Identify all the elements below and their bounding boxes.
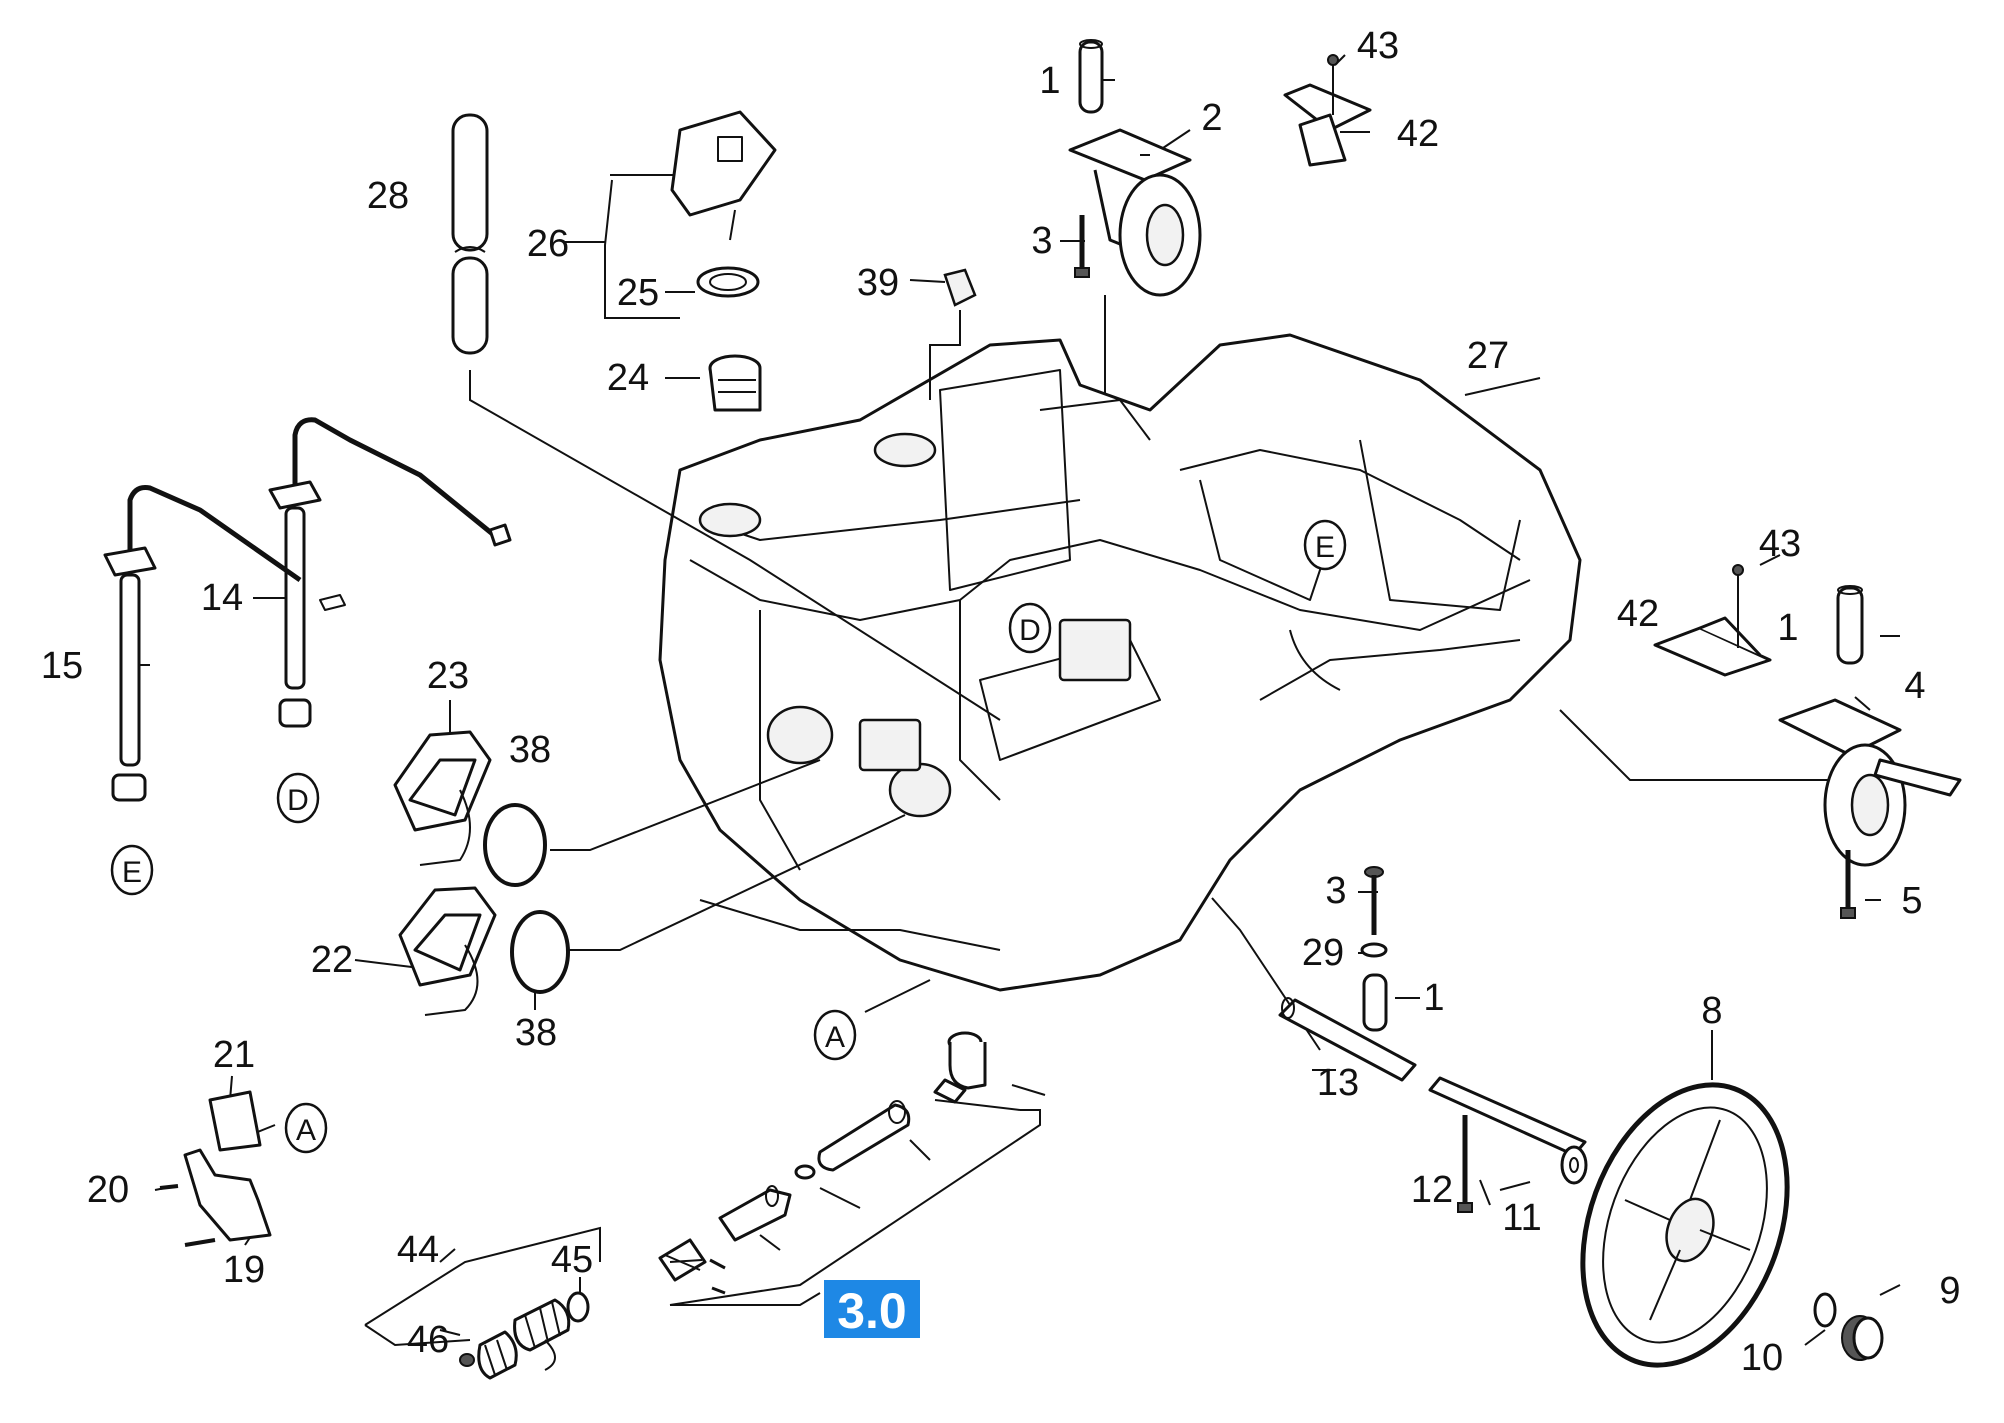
part-shape-bolt-top xyxy=(1074,215,1090,278)
ref-marker-e-housing: E xyxy=(1303,519,1347,571)
part-label-29: 29 xyxy=(1302,932,1344,974)
part-label-23: 23 xyxy=(427,655,469,697)
part-label-12: 12 xyxy=(1411,1169,1453,1211)
part-label-25: 25 xyxy=(617,272,659,314)
ref-marker-label: E xyxy=(122,856,142,889)
part-label-14: 14 xyxy=(201,577,243,619)
part-shape-clip xyxy=(943,268,977,307)
part-shape-pin-right xyxy=(1836,585,1864,665)
part-shape-axle-13 xyxy=(1278,997,1417,1082)
part-label-3-bottom: 3 xyxy=(1325,870,1346,912)
part-label-21: 21 xyxy=(213,1034,255,1076)
part-label-13: 13 xyxy=(1317,1062,1359,1104)
part-shape-filter-cap xyxy=(670,110,777,412)
part-shape-tube xyxy=(451,113,489,355)
part-label-15: 15 xyxy=(41,645,83,687)
ref-marker-label: D xyxy=(1019,614,1041,647)
ref-marker-label: E xyxy=(1315,531,1335,564)
part-label-43-right: 43 xyxy=(1759,523,1801,565)
part-shape-o-ring-upper xyxy=(483,803,547,887)
ref-marker-d-housing: D xyxy=(1008,602,1052,654)
ref-marker-d-left: D xyxy=(276,772,320,824)
part-label-1-top: 1 xyxy=(1039,60,1060,102)
ref-marker-a-bracket: A xyxy=(284,1102,328,1154)
part-shape-hose-coupling xyxy=(459,1291,590,1380)
group-badge-label: 3.0 xyxy=(837,1283,907,1339)
part-label-5: 5 xyxy=(1901,880,1922,922)
part-label-42-right: 42 xyxy=(1617,593,1659,635)
part-label-8: 8 xyxy=(1701,990,1722,1032)
part-label-38-bottom: 38 xyxy=(515,1012,557,1054)
part-label-9: 9 xyxy=(1939,1270,1960,1312)
part-shape-inlet-fittings xyxy=(658,1164,816,1295)
assembly-group-badge: 3.0 xyxy=(824,1280,920,1339)
ref-marker-label: D xyxy=(287,784,309,817)
part-label-43-top: 43 xyxy=(1357,25,1399,67)
part-shape-axle-12 xyxy=(1428,1076,1587,1213)
part-shape-plate-right xyxy=(1653,564,1772,677)
part-shape-bracket xyxy=(159,1090,272,1247)
part-shape-pin-top xyxy=(1078,39,1104,114)
part-shape-wheel xyxy=(1580,1082,1790,1368)
part-label-3-top: 3 xyxy=(1031,220,1052,262)
part-label-4: 4 xyxy=(1904,665,1925,707)
part-label-20: 20 xyxy=(87,1169,129,1211)
part-label-42-top: 42 xyxy=(1397,113,1439,155)
ref-marker-a-housing: A xyxy=(813,1009,857,1061)
part-label-22: 22 xyxy=(311,939,353,981)
part-label-1-right: 1 xyxy=(1777,607,1798,649)
part-label-38-top: 38 xyxy=(509,729,551,771)
part-label-24: 24 xyxy=(607,357,649,399)
part-label-44: 44 xyxy=(397,1229,439,1271)
part-shape-bolt-bottom xyxy=(1360,866,1388,1032)
part-label-39: 39 xyxy=(857,262,899,304)
ref-marker-label: A xyxy=(296,1114,316,1147)
ref-marker-e-left: E xyxy=(110,844,154,896)
part-shape-inlet-elbow xyxy=(933,1031,987,1104)
part-shape-bolt-right xyxy=(1840,850,1856,919)
part-label-27: 27 xyxy=(1467,335,1509,377)
part-shape-caster-brake xyxy=(1778,698,1962,867)
part-shape-hubcap xyxy=(1813,1292,1884,1361)
part-shape-level-sensor-15 xyxy=(103,485,302,802)
part-label-28: 28 xyxy=(367,175,409,217)
part-label-11: 11 xyxy=(1502,1197,1541,1239)
ref-marker-label: A xyxy=(825,1021,845,1054)
part-shape-washer-11 xyxy=(1560,1145,1588,1185)
part-label-46: 46 xyxy=(407,1319,449,1361)
part-label-1-bottom: 1 xyxy=(1423,977,1444,1019)
part-shape-o-ring-lower xyxy=(510,910,570,994)
part-label-26: 26 xyxy=(527,223,569,265)
part-shape-inlet-hose xyxy=(817,1100,911,1172)
part-shape-connector-23 xyxy=(393,730,492,866)
part-number-labels: 1 2 3 43 42 27 43 42 1 4 5 28 26 25 24 3… xyxy=(41,25,1961,1379)
part-label-2: 2 xyxy=(1201,97,1222,139)
part-shape-caster-fixed xyxy=(1068,128,1202,297)
part-label-10: 10 xyxy=(1741,1337,1783,1379)
part-shape-plate-top xyxy=(1283,54,1372,167)
part-label-19: 19 xyxy=(223,1249,265,1291)
part-shape-connector-22 xyxy=(398,886,497,1016)
part-label-45: 45 xyxy=(551,1239,593,1281)
part-shape-level-sensor-14 xyxy=(268,417,512,728)
housing-base xyxy=(658,333,1582,992)
